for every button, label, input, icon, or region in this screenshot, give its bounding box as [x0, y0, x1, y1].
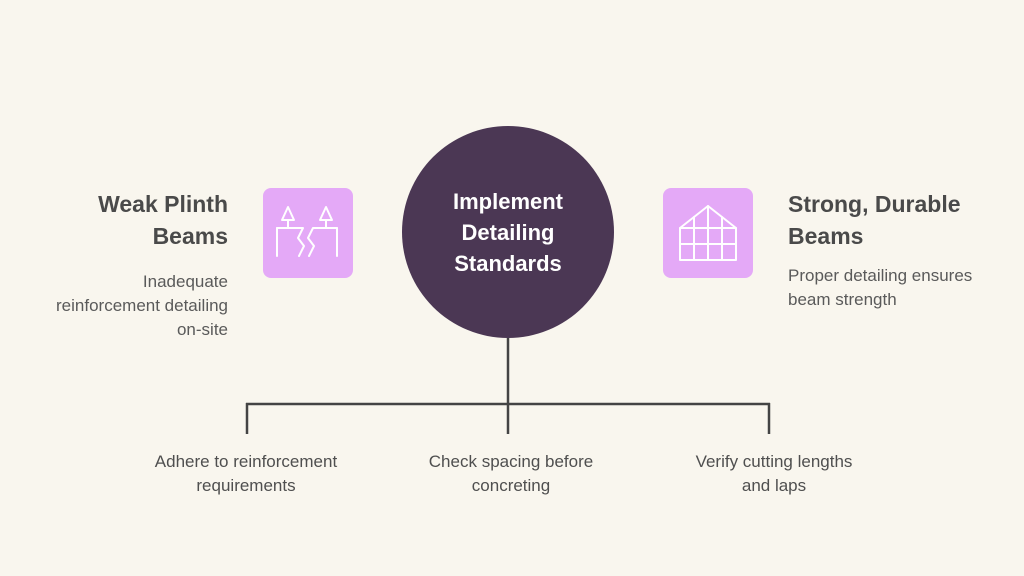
right-heading: Strong, Durable Beams	[788, 191, 961, 249]
structure-frame-icon	[679, 205, 737, 261]
right-icon-tile	[663, 188, 753, 278]
center-circle: Implement Detailing Standards	[402, 126, 614, 338]
step-check-spacing: Check spacing before concreting	[428, 452, 594, 495]
step-verify: Verify cutting lengths and laps	[695, 452, 853, 495]
right-description: Proper detailing ensures beam strength	[788, 266, 973, 309]
cracked-beam-icon	[276, 206, 338, 257]
left-description: Inadequate reinforcement detailing on-si…	[56, 272, 228, 339]
left-heading: Weak Plinth Beams	[98, 191, 228, 249]
left-icon-tile	[263, 188, 353, 278]
step-adhere: Adhere to reinforcement requirements	[154, 452, 338, 495]
center-label: Implement Detailing Standards	[452, 188, 564, 276]
